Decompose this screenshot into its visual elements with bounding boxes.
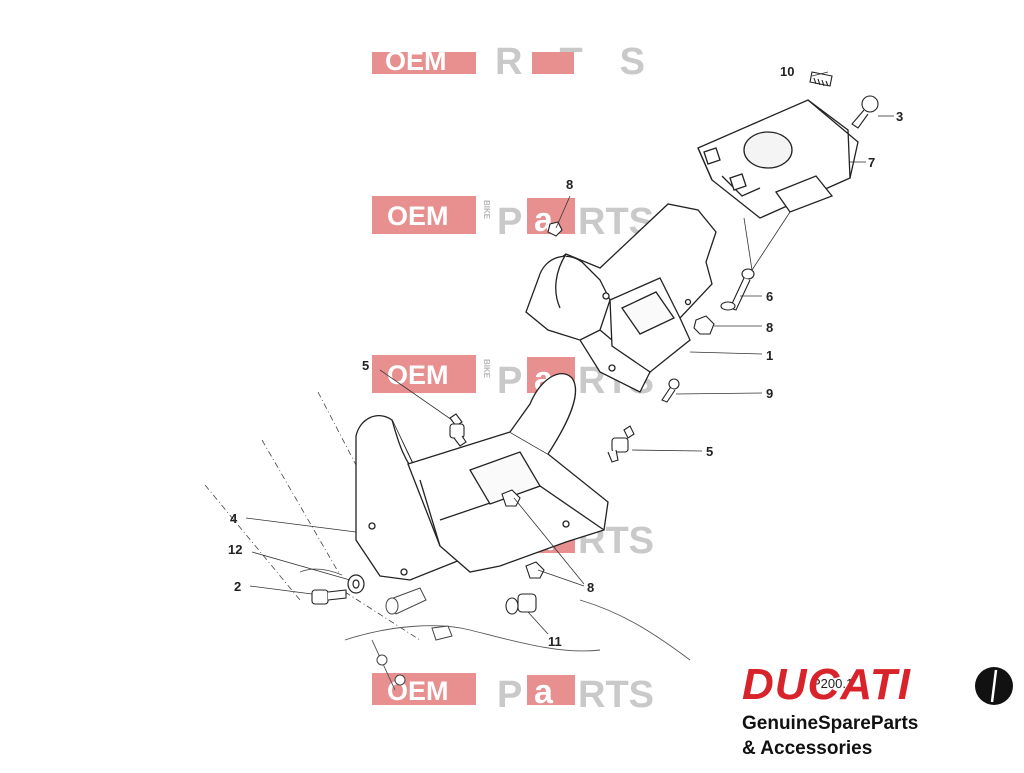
screw-part-9 — [661, 378, 680, 403]
svg-text:P: P — [497, 360, 522, 402]
svg-text:OEM: OEM — [387, 360, 449, 390]
callout-10: 10 — [780, 64, 794, 79]
watermark-row-1: OEM BIKE P a RTS — [372, 196, 654, 243]
nut-part-8-lower-a — [501, 489, 521, 507]
ducati-brand-block: DUCATI GenuineSpareParts & Accessories — [742, 662, 1022, 762]
callout-3: 3 — [896, 109, 903, 124]
callout-5-left: 5 — [362, 358, 369, 373]
svg-text:BIKE: BIKE — [482, 200, 491, 220]
callout-6: 6 — [766, 289, 773, 304]
svg-text:BIKE: BIKE — [482, 359, 491, 379]
ducati-logo: DUCATI — [742, 660, 911, 709]
callout-2: 2 — [234, 579, 241, 594]
washer-part-12 — [347, 574, 365, 594]
callout-12: 12 — [228, 542, 242, 557]
grommet-part-11 — [505, 593, 537, 615]
rubber-mount-right — [607, 425, 635, 463]
callout-8-top: 8 — [566, 177, 573, 192]
svg-text:RTS: RTS — [578, 674, 654, 716]
watermark-top: OEM RTS — [372, 41, 645, 83]
nut-part-8-lower-b — [525, 561, 545, 579]
callout-labels: 10 3 7 8 6 8 1 5 9 5 4 12 2 8 11 — [228, 64, 903, 649]
callout-9: 9 — [766, 386, 773, 401]
callout-8-lower: 8 — [587, 580, 594, 595]
callout-7: 7 — [868, 155, 875, 170]
svg-text:OEM: OEM — [385, 46, 447, 76]
svg-text:P: P — [497, 674, 522, 716]
callout-11: 11 — [548, 634, 562, 649]
screw-part-3 — [851, 95, 879, 129]
svg-text:OEM: OEM — [387, 201, 449, 231]
svg-text:P: P — [497, 201, 522, 243]
ducati-shield-icon — [975, 667, 1013, 705]
watermark-row-4: OEM P a RTS — [372, 673, 654, 716]
callout-1: 1 — [766, 348, 773, 363]
bolt-part-2 — [311, 589, 347, 605]
leader-lines — [245, 71, 894, 635]
bolt-part-6 — [720, 268, 755, 311]
nut-part-8-top — [547, 221, 563, 237]
brand-tagline-line-1: GenuineSpareParts — [742, 713, 919, 734]
control-unit-box — [697, 99, 859, 219]
upper-bracket-part-1 — [525, 203, 717, 393]
callout-8-mid: 8 — [766, 320, 773, 335]
tail-fittings — [376, 587, 453, 686]
callout-5-right: 5 — [706, 444, 713, 459]
svg-text:a: a — [534, 673, 554, 711]
diagram-code: P200.1 — [812, 676, 854, 691]
nut-part-8-mid — [693, 315, 715, 335]
brand-tagline-line-2: & Accessories — [742, 738, 873, 759]
callout-4: 4 — [230, 511, 238, 526]
rubber-mount-left — [449, 413, 467, 447]
